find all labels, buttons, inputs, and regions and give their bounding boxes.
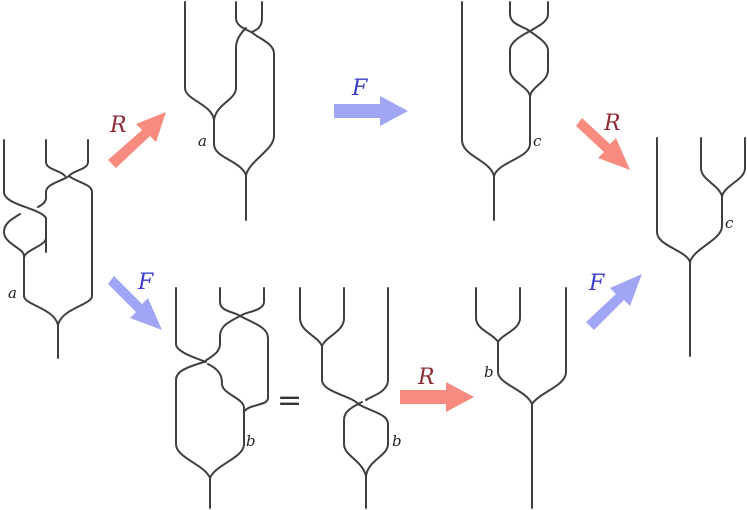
diagram-7: b — [475, 287, 567, 509]
edge-label-b: b — [392, 432, 402, 450]
diagram-3: c — [461, 1, 549, 221]
arrow-label-f: F — [137, 270, 154, 295]
r-arrow-top-left: R — [108, 112, 166, 168]
equals-sign: = — [277, 383, 302, 418]
arrow-label-r: R — [417, 365, 435, 390]
edge-label-a: a — [8, 284, 17, 302]
arrow-label-r: R — [109, 113, 127, 138]
arrow-label-r: R — [603, 111, 621, 136]
r-arrow-top-right: R — [576, 111, 630, 170]
diagram-4: c — [656, 137, 746, 357]
edge-label-b: b — [484, 363, 494, 381]
diagram-2: a — [184, 1, 275, 221]
edge-label-b: b — [246, 432, 256, 450]
f-arrow-bottom-right: F — [586, 271, 642, 330]
edge-label-a: a — [198, 132, 207, 150]
diagram-5: b — [175, 287, 269, 509]
f-arrow-bottom-left: F — [108, 270, 162, 330]
edge-label-c: c — [533, 132, 542, 150]
arrow-label-f: F — [351, 76, 368, 101]
r-arrow-bottom: R — [400, 365, 474, 412]
arrow-label-f: F — [588, 271, 605, 296]
f-arrow-top: F — [334, 76, 408, 126]
diagram-6: b — [299, 287, 402, 509]
edge-label-c: c — [725, 214, 734, 232]
diagram-1: a — [3, 139, 93, 359]
